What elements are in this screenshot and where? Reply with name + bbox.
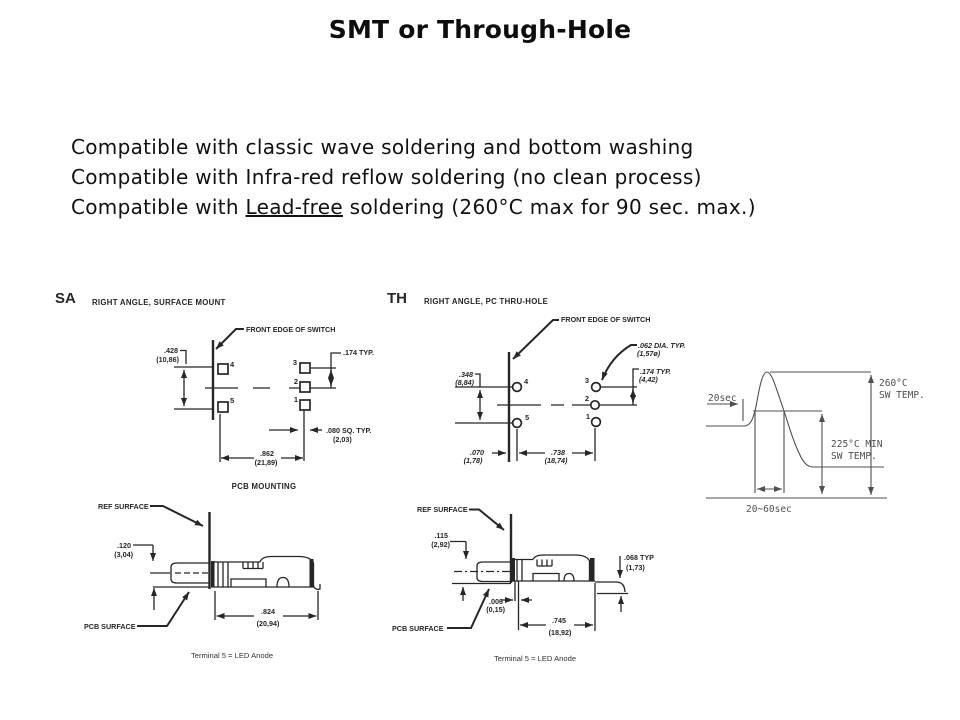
sa-pad-5 xyxy=(217,401,229,413)
sa-side-dim-length: .824 xyxy=(261,607,275,616)
th-footprint-diagram: TH RIGHT ANGLE, PC THRU-HOLE FRONT EDGE … xyxy=(387,290,685,465)
profile-min-temp: 225°C MIN xyxy=(831,439,883,450)
th-side-dim-length: .745 xyxy=(552,616,566,625)
sa-pin2-label: 2 xyxy=(294,377,298,386)
bullet-line-3-prefix: Compatible with xyxy=(71,195,246,219)
profile-min-temp-label: SW TEMP. xyxy=(831,451,877,462)
th-dim-lead-mm: (1,73) xyxy=(626,563,645,572)
th-hole-3 xyxy=(590,381,602,393)
sa-dim-height-mm: (10,86) xyxy=(156,355,179,364)
th-dim-height-mm: (8,84) xyxy=(455,378,474,387)
th-dim-pitch: .174 TYP. xyxy=(640,367,671,376)
th-title: RIGHT ANGLE, PC THRU-HOLE xyxy=(424,297,548,306)
bullet-line-2: Compatible with Infra-red reflow solderi… xyxy=(71,165,702,189)
th-dim-hole: .062 DIA. TYP. xyxy=(638,341,685,350)
sa-pad-3 xyxy=(299,362,311,374)
th-terminal-note: Terminal 5 = LED Anode xyxy=(494,654,576,663)
sa-dim-width: .862 xyxy=(260,449,274,458)
sa-pin5-label: 5 xyxy=(230,396,234,405)
th-dim-offset-mm: (1,78) xyxy=(464,456,483,465)
th-dim-span: .738 xyxy=(551,448,565,457)
th-dim-span-mm: (18,74) xyxy=(545,456,568,465)
th-code-label: TH xyxy=(387,290,407,307)
th-lead xyxy=(595,581,626,593)
page-title: SMT or Through-Hole xyxy=(328,15,632,44)
sa-front-edge-label: FRONT EDGE OF SWITCH xyxy=(246,325,335,334)
profile-dwell-label: 20~60sec xyxy=(746,504,792,515)
th-pcb-surface-label: PCB SURFACE xyxy=(392,624,444,633)
sa-ref-surface-label: REF SURFACE xyxy=(98,502,149,511)
th-dim-height: .348 xyxy=(459,370,473,379)
sa-footprint-diagram: SA RIGHT ANGLE, SURFACE MOUNT FRONT EDGE… xyxy=(55,290,374,491)
th-dim-lead: .068 TYP xyxy=(624,553,654,562)
profile-peak-temp: 260°C xyxy=(879,378,908,389)
th-side-view: REF SURFACE .115 (2,92) PCB SURFACE xyxy=(392,505,654,663)
th-side-dim-offset: .115 xyxy=(434,531,448,540)
sa-dim-pad: .080 SQ. TYP. xyxy=(326,426,371,435)
sa-terminal-note: Terminal 5 = LED Anode xyxy=(191,651,273,660)
sa-plunger xyxy=(170,562,209,584)
th-pin xyxy=(514,581,520,630)
profile-peak-temp-label: SW TEMP. xyxy=(879,390,925,401)
sa-dim-pitch: .174 TYP. xyxy=(343,348,374,357)
th-dim-gap: .006 xyxy=(489,597,503,606)
th-dim-pitch-mm: (4,42) xyxy=(639,375,658,384)
profile-preheat-label: 20sec xyxy=(708,393,737,404)
bullet-list: Compatible with classic wave soldering a… xyxy=(71,132,911,222)
bullet-line-3-underlined: Lead-free xyxy=(245,195,343,219)
sa-pad-1 xyxy=(299,399,311,411)
sa-dim-height: .428 xyxy=(164,346,178,355)
th-dim-hole-mm: (1,57ø) xyxy=(637,349,661,358)
sa-pcb-surface-label: PCB SURFACE xyxy=(84,622,136,631)
sa-pin1-label: 1 xyxy=(294,395,298,404)
th-pin1-label: 1 xyxy=(586,412,590,421)
sa-side-dim-length-mm: (20,94) xyxy=(257,619,280,628)
sa-title: RIGHT ANGLE, SURFACE MOUNT xyxy=(92,298,226,307)
th-front-edge-label: FRONT EDGE OF SWITCH xyxy=(561,315,650,324)
th-pin3-label: 3 xyxy=(585,376,589,385)
sa-side-dim-offset-mm: (3,04) xyxy=(114,550,133,559)
sa-side-dim-offset: .120 xyxy=(117,541,131,550)
th-hole-1 xyxy=(590,416,602,428)
bullet-line-1: Compatible with classic wave soldering a… xyxy=(71,135,694,159)
th-dim-gap-mm: (0,15) xyxy=(486,605,505,614)
th-side-dim-length-mm: (18,92) xyxy=(549,628,572,637)
reflow-profile-chart: 20sec 260°C SW TEMP. 225°C MIN SW TEMP. … xyxy=(706,371,925,515)
sa-switch-body xyxy=(211,555,321,591)
sa-caption: PCB MOUNTING xyxy=(232,482,297,491)
sa-dim-width-mm: (21,89) xyxy=(255,458,278,467)
th-dim-offset: .070 xyxy=(470,448,484,457)
sa-pin4-label: 4 xyxy=(230,360,235,369)
temperature-curve xyxy=(706,371,884,468)
th-pin4-label: 4 xyxy=(524,377,529,386)
sa-pin3-label: 3 xyxy=(293,358,297,367)
th-switch-body xyxy=(512,554,595,582)
th-side-dim-offset-mm: (2,92) xyxy=(431,540,450,549)
sa-code-label: SA xyxy=(55,290,76,307)
th-ref-surface-label: REF SURFACE xyxy=(417,505,468,514)
bullet-line-3-suffix: soldering (260°C max for 90 sec. max.) xyxy=(342,195,756,219)
sa-pad-2 xyxy=(299,381,311,393)
th-pin2-label: 2 xyxy=(585,394,589,403)
th-pin5-label: 5 xyxy=(525,413,529,422)
th-hole-4 xyxy=(511,381,523,393)
sa-pad-4 xyxy=(217,363,229,375)
th-hole-5 xyxy=(511,417,523,429)
sa-side-view: REF SURFACE .120 (3,04) PCB SURFACE xyxy=(84,502,321,660)
th-hole-2 xyxy=(589,399,601,411)
sa-dim-pad-mm: (2,03) xyxy=(333,435,352,444)
bullet-line-3: Compatible with Lead-free soldering (260… xyxy=(71,192,911,222)
